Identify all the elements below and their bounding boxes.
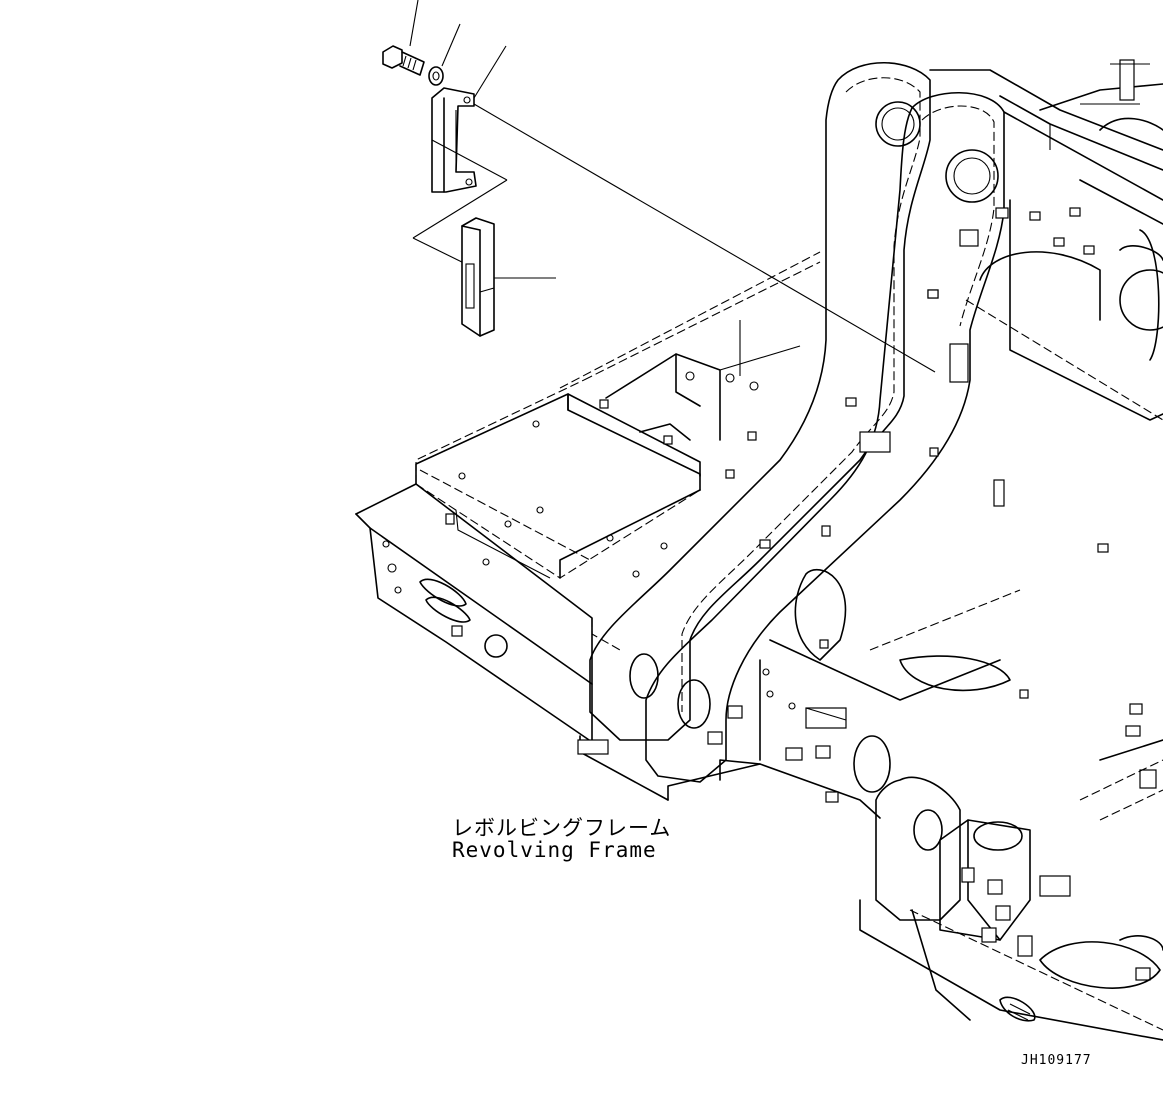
frame-bottom-right bbox=[859, 703, 1163, 1041]
frame-lower bbox=[577, 569, 1021, 819]
washer bbox=[428, 23, 461, 86]
part-label-japanese: レボルビングフレーム bbox=[452, 816, 672, 840]
drawing-id: JH109177 bbox=[1021, 1053, 1092, 1068]
block bbox=[461, 217, 556, 337]
frame-base bbox=[355, 251, 821, 743]
bracket bbox=[412, 45, 936, 373]
frame-bosses bbox=[445, 289, 1109, 699]
bolt bbox=[382, 0, 425, 76]
boom-bracket-left bbox=[589, 62, 931, 741]
frame-upper-right bbox=[927, 59, 1163, 507]
part-label-english: Revolving Frame bbox=[452, 838, 657, 862]
boom-bracket-right bbox=[645, 92, 1005, 783]
